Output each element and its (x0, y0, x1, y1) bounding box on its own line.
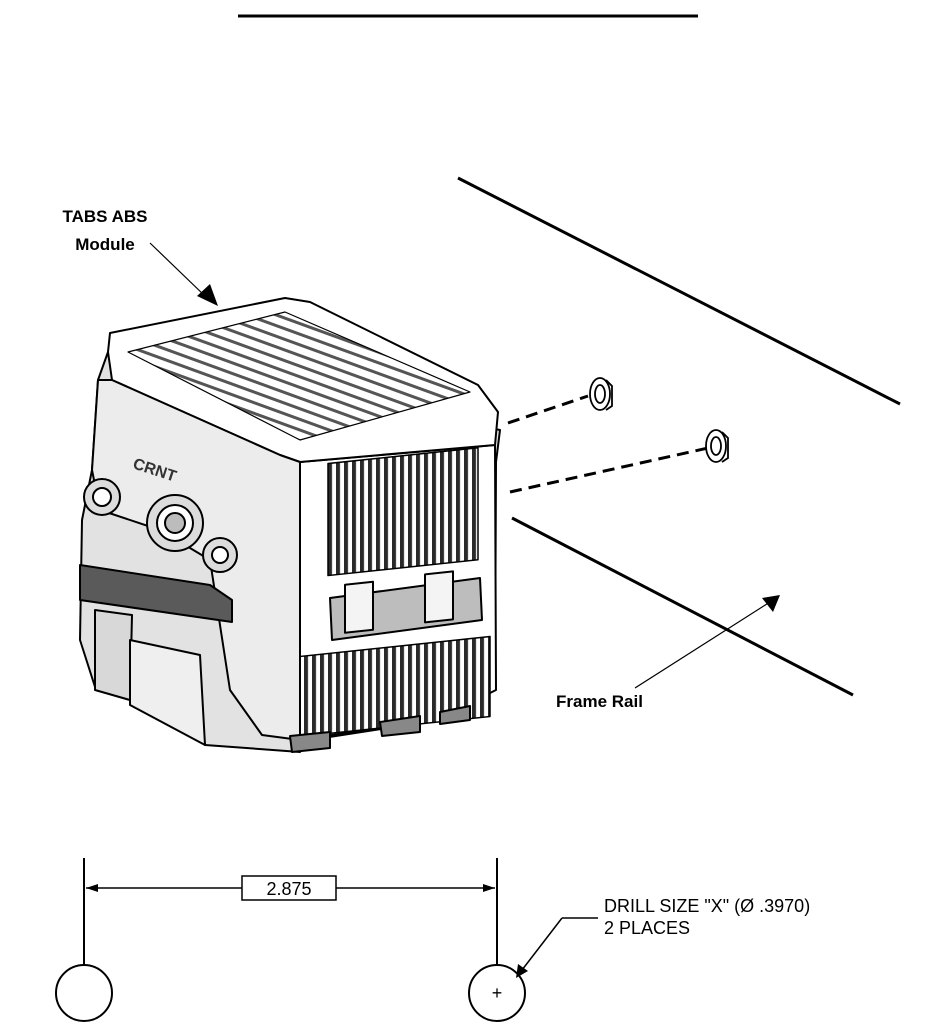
module-label-line2: Module (75, 235, 135, 254)
drill-spec-line1: DRILL SIZE "X" (Ø .3970) (604, 896, 810, 916)
abs-module-illustration: CRNT (80, 298, 500, 752)
frame-rail-leader-line (635, 602, 770, 688)
drill-hole-left (56, 965, 112, 1021)
bolt-upper (590, 378, 612, 410)
module-leader-line (150, 243, 205, 296)
drill-center-mark: + (492, 983, 503, 1003)
mounting-bolts (508, 378, 728, 492)
drill-template: 2.875 + DRILL SIZE "X" (Ø .3970) 2 PLACE… (56, 858, 810, 1021)
frame-rail-text: Frame Rail (556, 692, 643, 711)
callout-arrowhead (516, 964, 528, 978)
dimension-value: 2.875 (266, 879, 311, 899)
drill-spec-line2: 2 PLACES (604, 918, 690, 938)
module-label: TABS ABS Module (63, 207, 219, 306)
frame-rail-label: Frame Rail (556, 595, 780, 711)
module-leader-arrowhead (197, 284, 218, 306)
dimension-arrow-right (483, 884, 495, 892)
frame-rail-leader-arrowhead (762, 595, 780, 612)
module-label-line1: TABS ABS (63, 207, 148, 226)
frame-rail (458, 178, 900, 695)
bolt-lower (706, 430, 728, 462)
heatsink-upper (328, 448, 478, 576)
dimension-arrow-left (86, 884, 98, 892)
